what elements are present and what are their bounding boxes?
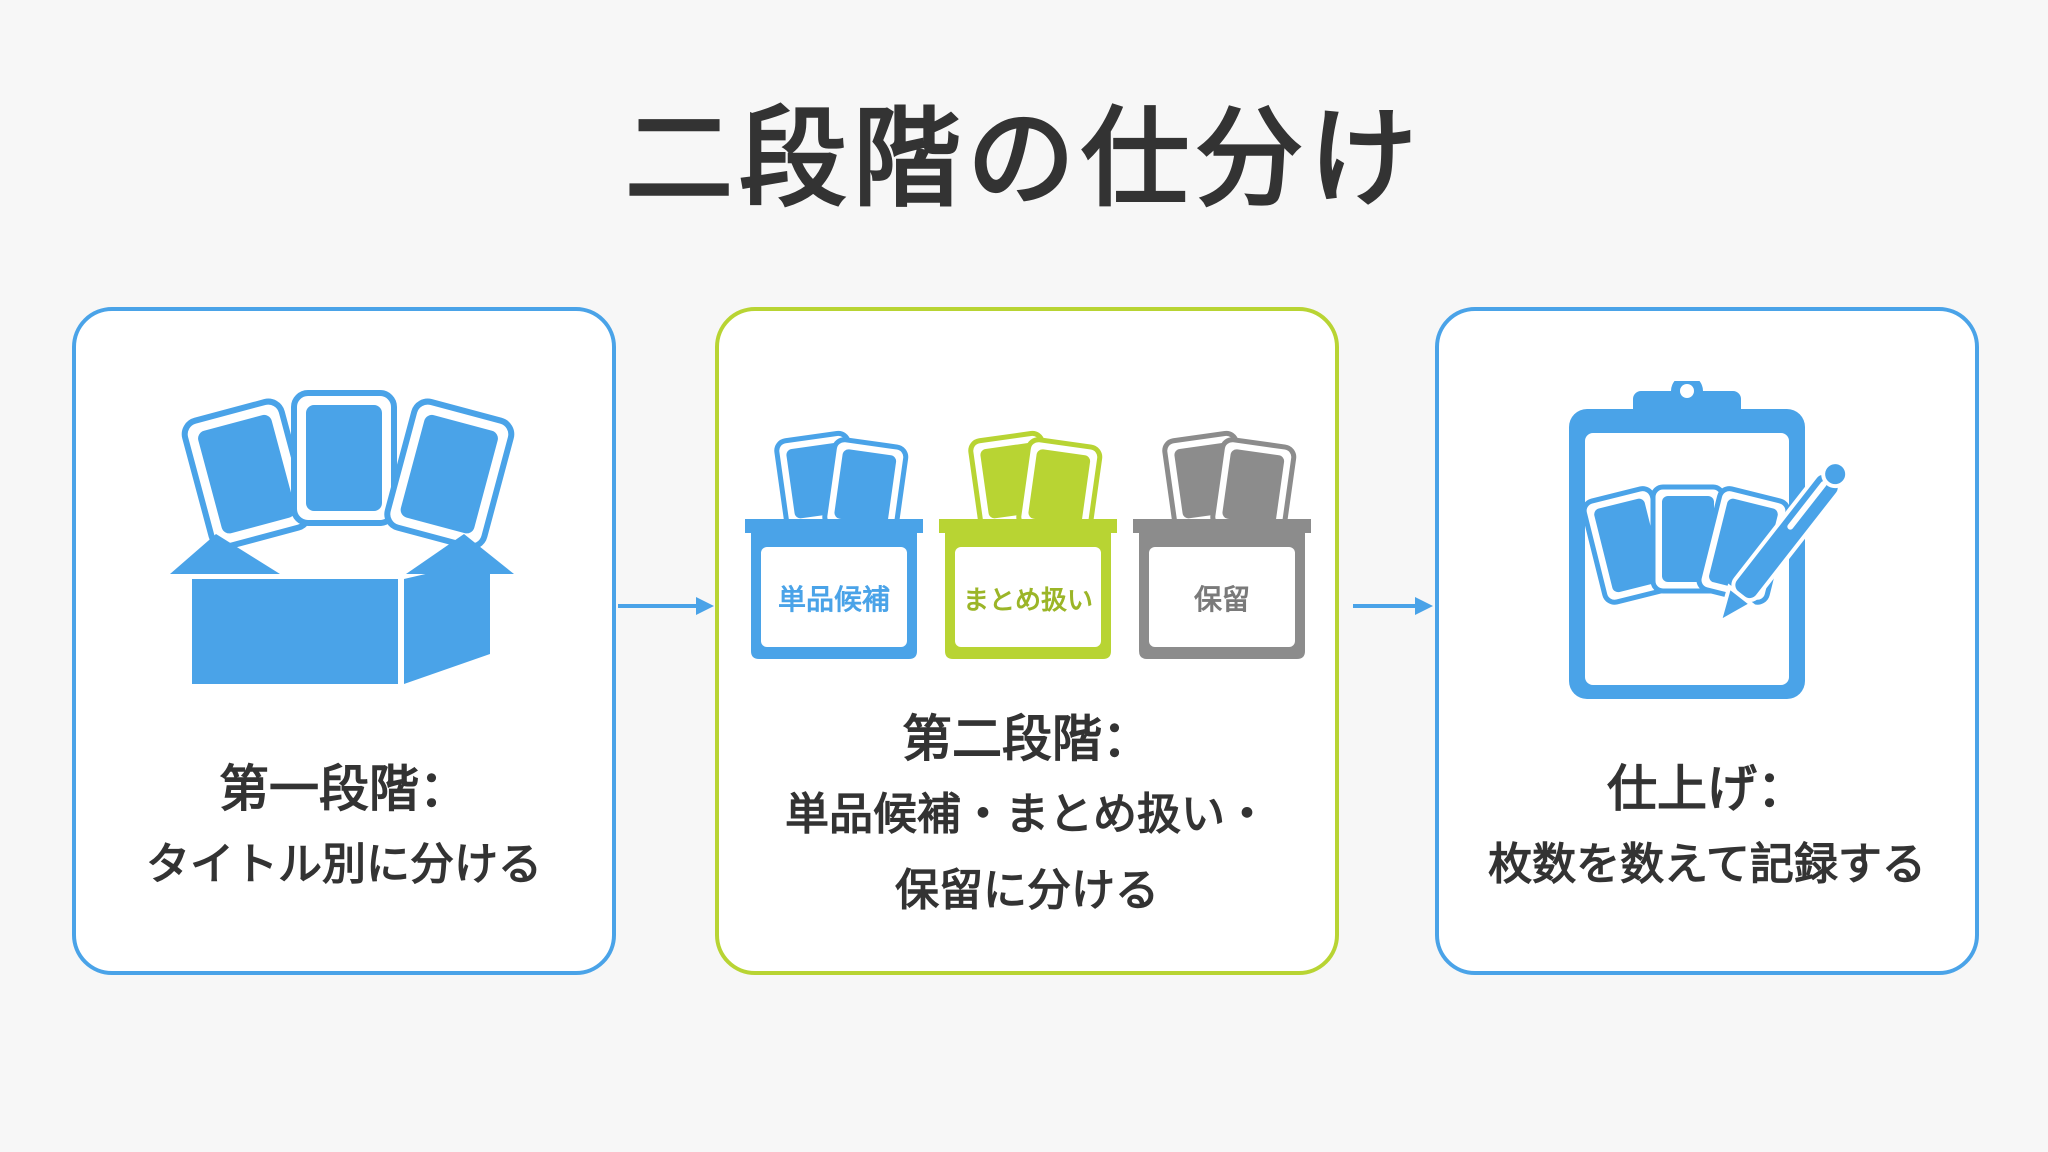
- bin-label-on-hold: 保留: [1194, 583, 1250, 616]
- step-description: タイトル別に分ける: [146, 839, 542, 890]
- step-description: 枚数を数えて記録する: [1488, 839, 1926, 890]
- step-card-finishing: 仕上げ： 枚数を数えて記録する: [1435, 307, 1979, 975]
- open-box-with-cards-icon: [170, 390, 515, 684]
- step-card-second-stage: 単品候補 まとめ扱い: [715, 307, 1339, 975]
- bin-label-bulk-handling: まとめ扱い: [963, 586, 1093, 616]
- step-description-line-2: 保留に分ける: [895, 865, 1159, 916]
- bin-label-single-candidate: 単品候補: [778, 583, 890, 616]
- step-description-line-1: 単品候補・まとめ扱い・: [785, 789, 1269, 840]
- clipboard-with-cards-and-pen-icon: [1569, 381, 1850, 699]
- arrow-right-icon: [1353, 597, 1433, 615]
- three-sorting-bins-icon: 単品候補 まとめ扱い: [745, 430, 1311, 659]
- step-heading: 仕上げ：: [1607, 760, 1807, 818]
- step-heading: 第二段階：: [902, 710, 1152, 768]
- step-card-first-stage: 第一段階： タイトル別に分ける: [72, 307, 616, 975]
- arrow-right-icon: [618, 597, 714, 615]
- page-title: 二段階の仕分け: [624, 97, 1423, 222]
- step-heading: 第一段階：: [219, 760, 469, 818]
